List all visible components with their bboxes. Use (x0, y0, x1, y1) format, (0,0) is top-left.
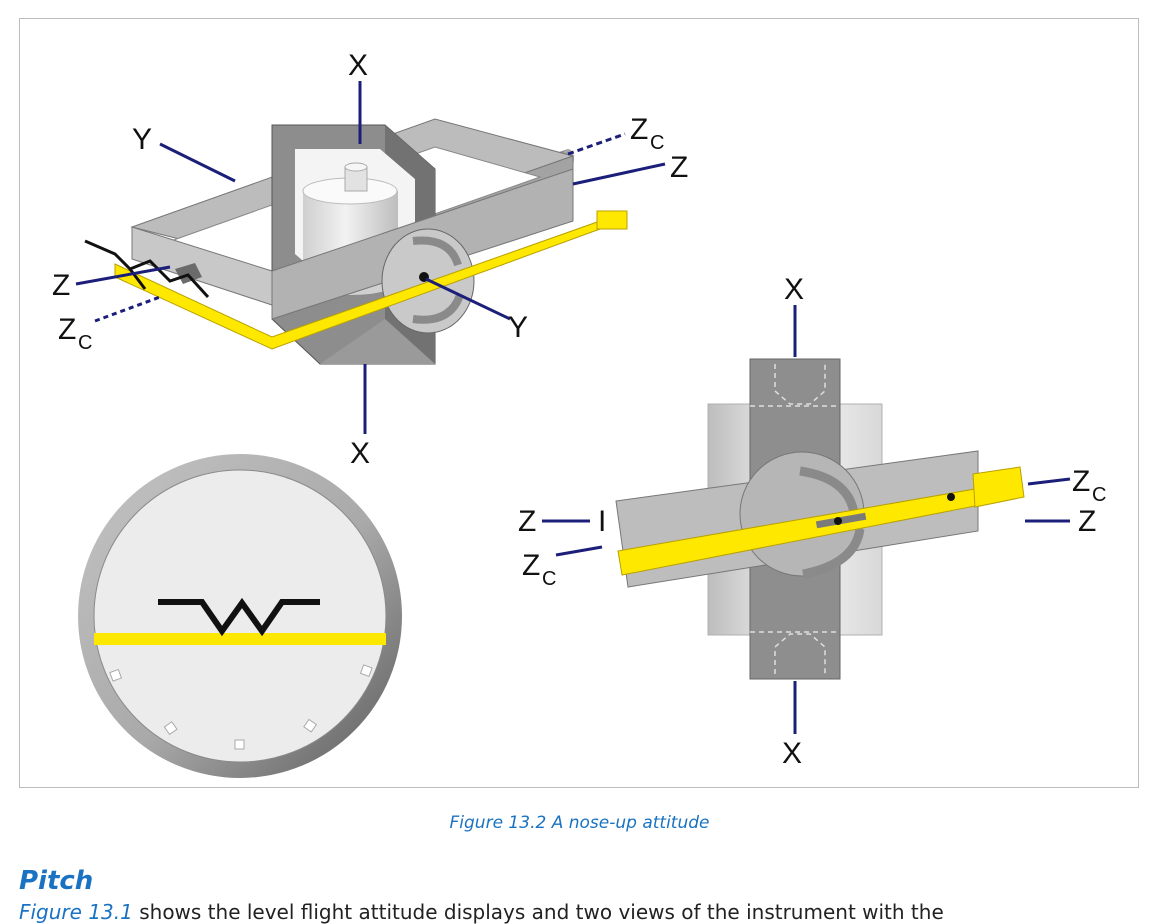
svg-text:C: C (1092, 484, 1106, 506)
labels-3d-view: X Y Z C Z Z Z C Y X (52, 49, 688, 470)
gyro-3d-view (84, 118, 628, 365)
label-z-left: Z (52, 269, 70, 302)
wing-reference-3d (84, 239, 210, 299)
svg-text:C: C (650, 132, 664, 154)
label-zc-front-left: Z (522, 549, 540, 582)
svg-text:C: C (78, 332, 92, 354)
label-z-front-right: Z (1078, 505, 1096, 538)
labels-front-view: X X Z C Z Z I Z C (518, 273, 1106, 770)
gyro-front-view (615, 358, 1025, 680)
label-zc-front-right: Z (1072, 465, 1090, 498)
label-z-front-left: Z (518, 505, 536, 538)
horizon-bar-face (94, 633, 386, 645)
label-x-front-top: X (784, 273, 804, 306)
figure-reference-link[interactable]: Figure 13.1 (19, 900, 133, 924)
section-heading: Pitch (19, 866, 94, 896)
figure-caption: Figure 13.2 A nose-up attitude (449, 813, 710, 833)
label-z-right: Z (670, 151, 688, 184)
label-x-bottom: X (350, 437, 370, 470)
figure-frame: X Y Z C Z Z Z C Y X (19, 18, 1139, 788)
gyro-diagram: X Y Z C Z Z Z C Y X (52, 49, 1106, 778)
svg-text:C: C (542, 568, 556, 590)
label-i-mark: I (598, 505, 606, 538)
label-y-left: Y (132, 123, 152, 156)
aircraft-symbol (158, 597, 320, 637)
label-zc-left: Z (58, 313, 76, 346)
label-x-top: X (348, 49, 368, 82)
label-y-pivot: Y (508, 311, 528, 344)
attitude-indicator-face (78, 454, 402, 778)
label-x-front-bottom: X (782, 737, 802, 770)
label-zc-right: Z (630, 113, 648, 146)
body-text: shows the level flight attitude displays… (132, 900, 944, 924)
body-paragraph: Figure 13.1 shows the level flight attit… (19, 900, 944, 924)
